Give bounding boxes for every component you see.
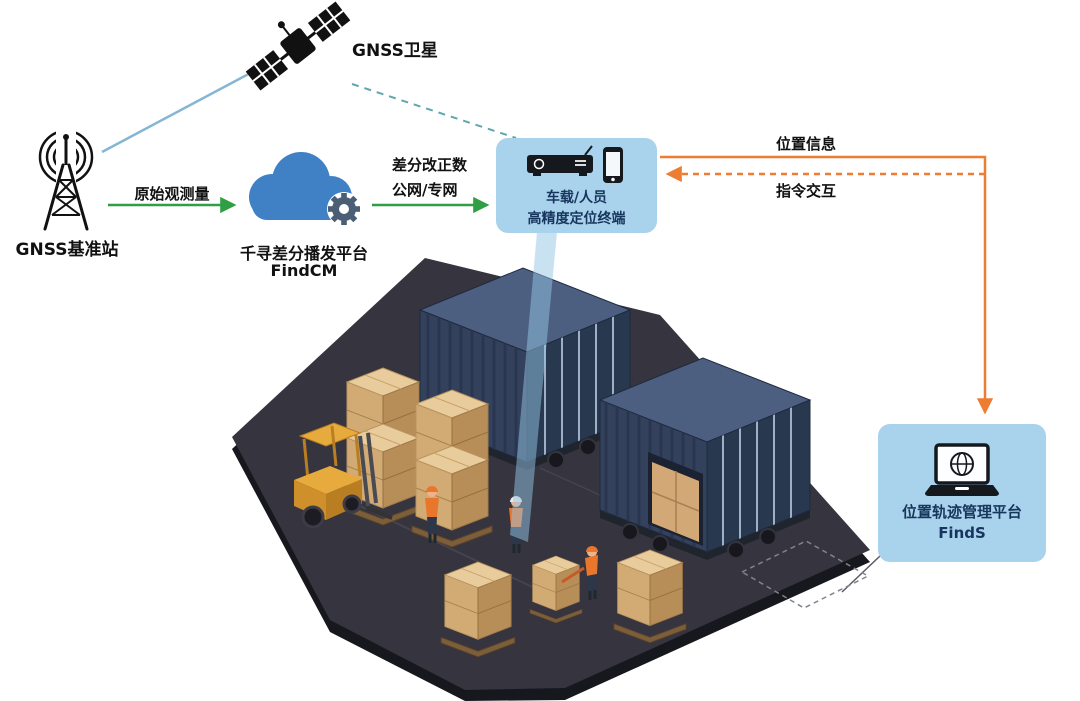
radio-tower-icon: [38, 129, 94, 231]
corrections-label-line2: 公网/专网: [392, 181, 458, 199]
terminal-label-line2: 高精度定位终端: [527, 210, 626, 227]
cloud-gear-icon: [249, 152, 361, 226]
vehicle-terminal-icon: [526, 145, 593, 177]
laptop-globe-icon: [925, 442, 999, 496]
positioning-beam: [510, 232, 557, 542]
worker-pallet-jack: [561, 546, 598, 600]
raw-observation-label: 原始观测量: [134, 185, 210, 203]
gear-icon: [328, 193, 360, 225]
worker: [425, 486, 439, 543]
cloud-product-label: FindCM: [270, 261, 338, 280]
smartphone-icon: [602, 147, 623, 184]
cloud-platform-label: 千寻差分播发平台: [239, 244, 369, 263]
satellite-icon: [245, 1, 351, 91]
platform-floor: [232, 258, 870, 690]
terminal-node: 车载/人员 高精度定位终端: [496, 138, 657, 233]
management-platform-label: 位置轨迹管理平台: [901, 502, 1022, 521]
satellite-to-station-link: [101, 68, 257, 154]
terminal-label-line1: 车载/人员: [545, 190, 608, 207]
storage-zone-marking: [740, 540, 870, 609]
position-info-arrow: [660, 155, 994, 415]
base-station-label: GNSS基准站: [15, 240, 119, 260]
satellite-to-terminal-link: [351, 83, 517, 139]
forklift: [294, 422, 393, 529]
management-platform-product: FindS: [938, 524, 986, 542]
command-interaction-label: 指令交互: [775, 182, 837, 200]
container-open-door: [648, 452, 703, 546]
management-platform-node: 位置轨迹管理平台 FindS: [878, 424, 1046, 562]
terminal-device-icons: [526, 145, 623, 184]
satellite-label: GNSS卫星: [352, 41, 438, 61]
corrections-label-line1: 差分改正数: [392, 156, 468, 174]
position-info-label: 位置信息: [775, 135, 837, 153]
warehouse-scene: [232, 232, 870, 701]
container-2: [598, 357, 812, 560]
